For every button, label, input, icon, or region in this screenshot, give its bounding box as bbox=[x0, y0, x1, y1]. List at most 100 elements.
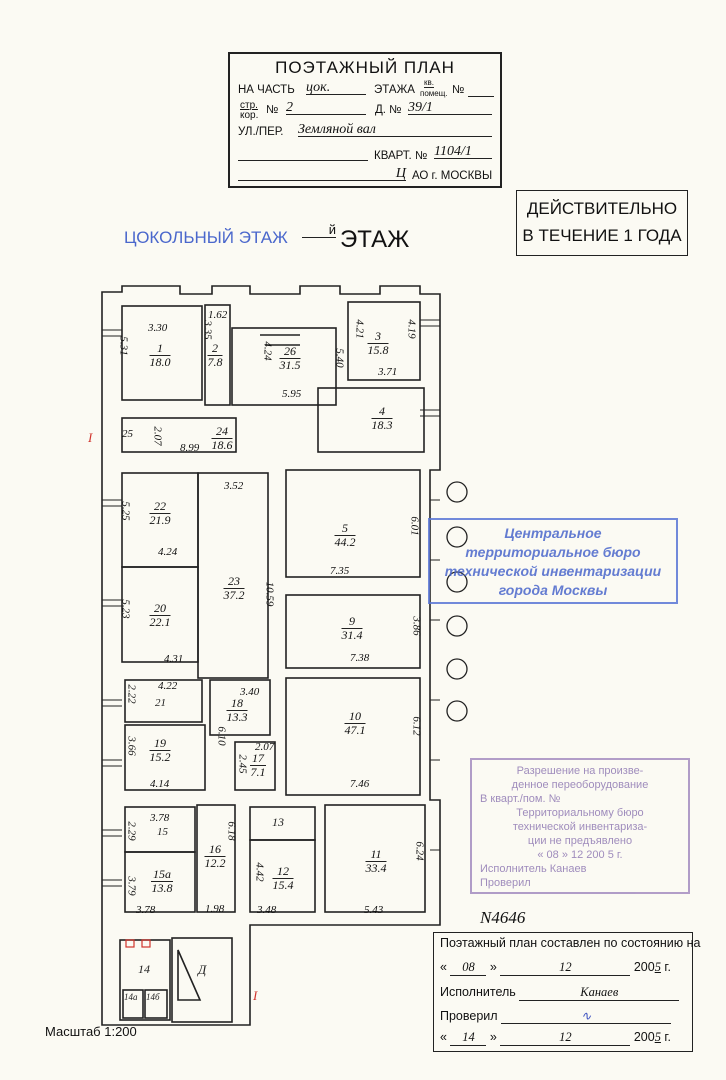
permit-line: В кварт./пом. № bbox=[480, 793, 561, 805]
year-suffix-2: г. bbox=[664, 1030, 671, 1044]
permit-date: « 08 » 12 200 5 г. bbox=[537, 849, 623, 861]
room-number: 22 bbox=[149, 500, 171, 514]
plan-label: 14а bbox=[124, 992, 138, 1002]
plan-label: I bbox=[253, 988, 258, 1003]
str-label: стр. bbox=[240, 100, 258, 111]
dimension-label: 3.71 bbox=[378, 366, 398, 378]
dimension-label: 4.22 bbox=[158, 680, 178, 692]
dimension-label: 7.38 bbox=[350, 652, 370, 664]
executor-label: Исполнитель bbox=[440, 985, 516, 999]
permit-line: денное переоборудование bbox=[511, 779, 649, 791]
scale-label: Масштаб 1:200 bbox=[45, 1024, 137, 1039]
permit-line: ции не предъявлено bbox=[527, 835, 633, 847]
kv-label: кв. bbox=[424, 78, 434, 88]
room-number: 17 bbox=[250, 751, 266, 766]
part-label: НА ЧАСТЬ bbox=[238, 84, 295, 96]
str-no-value: 2 bbox=[286, 100, 366, 115]
dimension-label: 4.14 bbox=[150, 778, 170, 790]
room-number: 3 bbox=[367, 330, 389, 344]
house-label: Д. № bbox=[375, 104, 402, 116]
dimension-label: 2.07 bbox=[151, 426, 164, 446]
room-number: 4 bbox=[371, 405, 393, 419]
day-2: 14 bbox=[450, 1030, 487, 1046]
checked-label: Проверил bbox=[440, 1009, 498, 1023]
street-label: УЛ./ПЕР. bbox=[238, 126, 284, 138]
room-area: 22.1 bbox=[149, 615, 171, 629]
blank-line bbox=[238, 146, 368, 161]
room-number: 2 bbox=[207, 342, 223, 356]
outer-wall bbox=[101, 285, 441, 1026]
ao-label: АО г. МОСКВЫ bbox=[412, 170, 493, 182]
month-1: 12 bbox=[500, 960, 631, 976]
windows bbox=[102, 319, 440, 887]
room-number: 15а bbox=[151, 867, 173, 882]
dimension-label: 25 bbox=[122, 428, 133, 440]
room-area: 18.0 bbox=[149, 355, 171, 369]
dimension-label: 2.22 bbox=[125, 684, 138, 704]
street-value: Земляной вал bbox=[298, 122, 492, 137]
room-number: 1 bbox=[149, 342, 171, 356]
room-number: 11 bbox=[365, 848, 387, 862]
permit-line: Территориальному бюро bbox=[516, 807, 644, 819]
floor-label: ЭТАЖ bbox=[340, 226, 410, 253]
checker-signature: ∿ bbox=[501, 1008, 672, 1024]
dimension-label: 4.24 bbox=[261, 341, 274, 361]
room-11 bbox=[324, 804, 426, 913]
dimension-label: 3.48 bbox=[257, 904, 277, 916]
dimension-label: 7.46 bbox=[350, 778, 370, 790]
dimension-label: 2.45 bbox=[236, 754, 249, 774]
bti-stamp-line: территориальное бюро bbox=[465, 544, 641, 560]
room-number: 9 bbox=[341, 615, 363, 629]
dimension-label: 4.42 bbox=[253, 862, 266, 882]
month-2: 12 bbox=[500, 1030, 631, 1046]
dimension-label: 3.79 bbox=[125, 876, 138, 896]
dimension-label: 3.30 bbox=[148, 322, 168, 334]
floor-label: ЭТАЖА bbox=[374, 84, 415, 96]
dimension-label: 3.78 bbox=[136, 904, 156, 916]
dimension-label: 6.10 bbox=[215, 726, 228, 746]
room-4 bbox=[317, 387, 425, 453]
dimension-label: 3.78 bbox=[150, 812, 170, 824]
room-9 bbox=[285, 594, 421, 669]
bti-stamp-line: города Москвы bbox=[498, 582, 608, 598]
room-19 bbox=[124, 724, 206, 791]
dimension-label: 10.59 bbox=[263, 581, 276, 607]
dimension-label: 4.21 bbox=[353, 319, 366, 339]
room-21 bbox=[124, 679, 203, 723]
plan-label: I bbox=[88, 430, 93, 445]
room-area: 37.2 bbox=[223, 588, 245, 602]
kor-label: кор. bbox=[240, 110, 259, 121]
permit-stamp: Разрешение на произве- денное переоборуд… bbox=[470, 758, 690, 894]
permit-checked: Проверил bbox=[480, 877, 531, 889]
plan-label: 15 bbox=[157, 826, 168, 838]
plan-label: 14 bbox=[138, 962, 150, 976]
bti-stamp-line: технической инвентаризации bbox=[444, 563, 662, 579]
year-1: 5 bbox=[654, 960, 661, 974]
room-area: 15.8 bbox=[367, 343, 389, 357]
room-number: 5 bbox=[334, 522, 356, 536]
room-area: 18.6 bbox=[211, 438, 233, 452]
room-number: 16 bbox=[204, 843, 226, 857]
room-17 bbox=[234, 741, 276, 791]
dimension-label: 2.07 bbox=[255, 741, 275, 753]
room-d bbox=[171, 937, 233, 1023]
floor-stamp: ЦОКОЛЬНЫЙ ЭТАЖ bbox=[124, 228, 288, 247]
validity-line-1: ДЕЙСТВИТЕЛЬНО bbox=[526, 199, 678, 218]
dimension-label: 6.01 bbox=[408, 516, 421, 536]
columns bbox=[446, 481, 468, 722]
header-title: ПОЭТАЖНЫЙ ПЛАН bbox=[275, 58, 455, 77]
dimension-label: 2.29 bbox=[125, 821, 138, 841]
dimension-label: 5.25 bbox=[119, 501, 132, 521]
room-area: 7.8 bbox=[207, 355, 223, 369]
